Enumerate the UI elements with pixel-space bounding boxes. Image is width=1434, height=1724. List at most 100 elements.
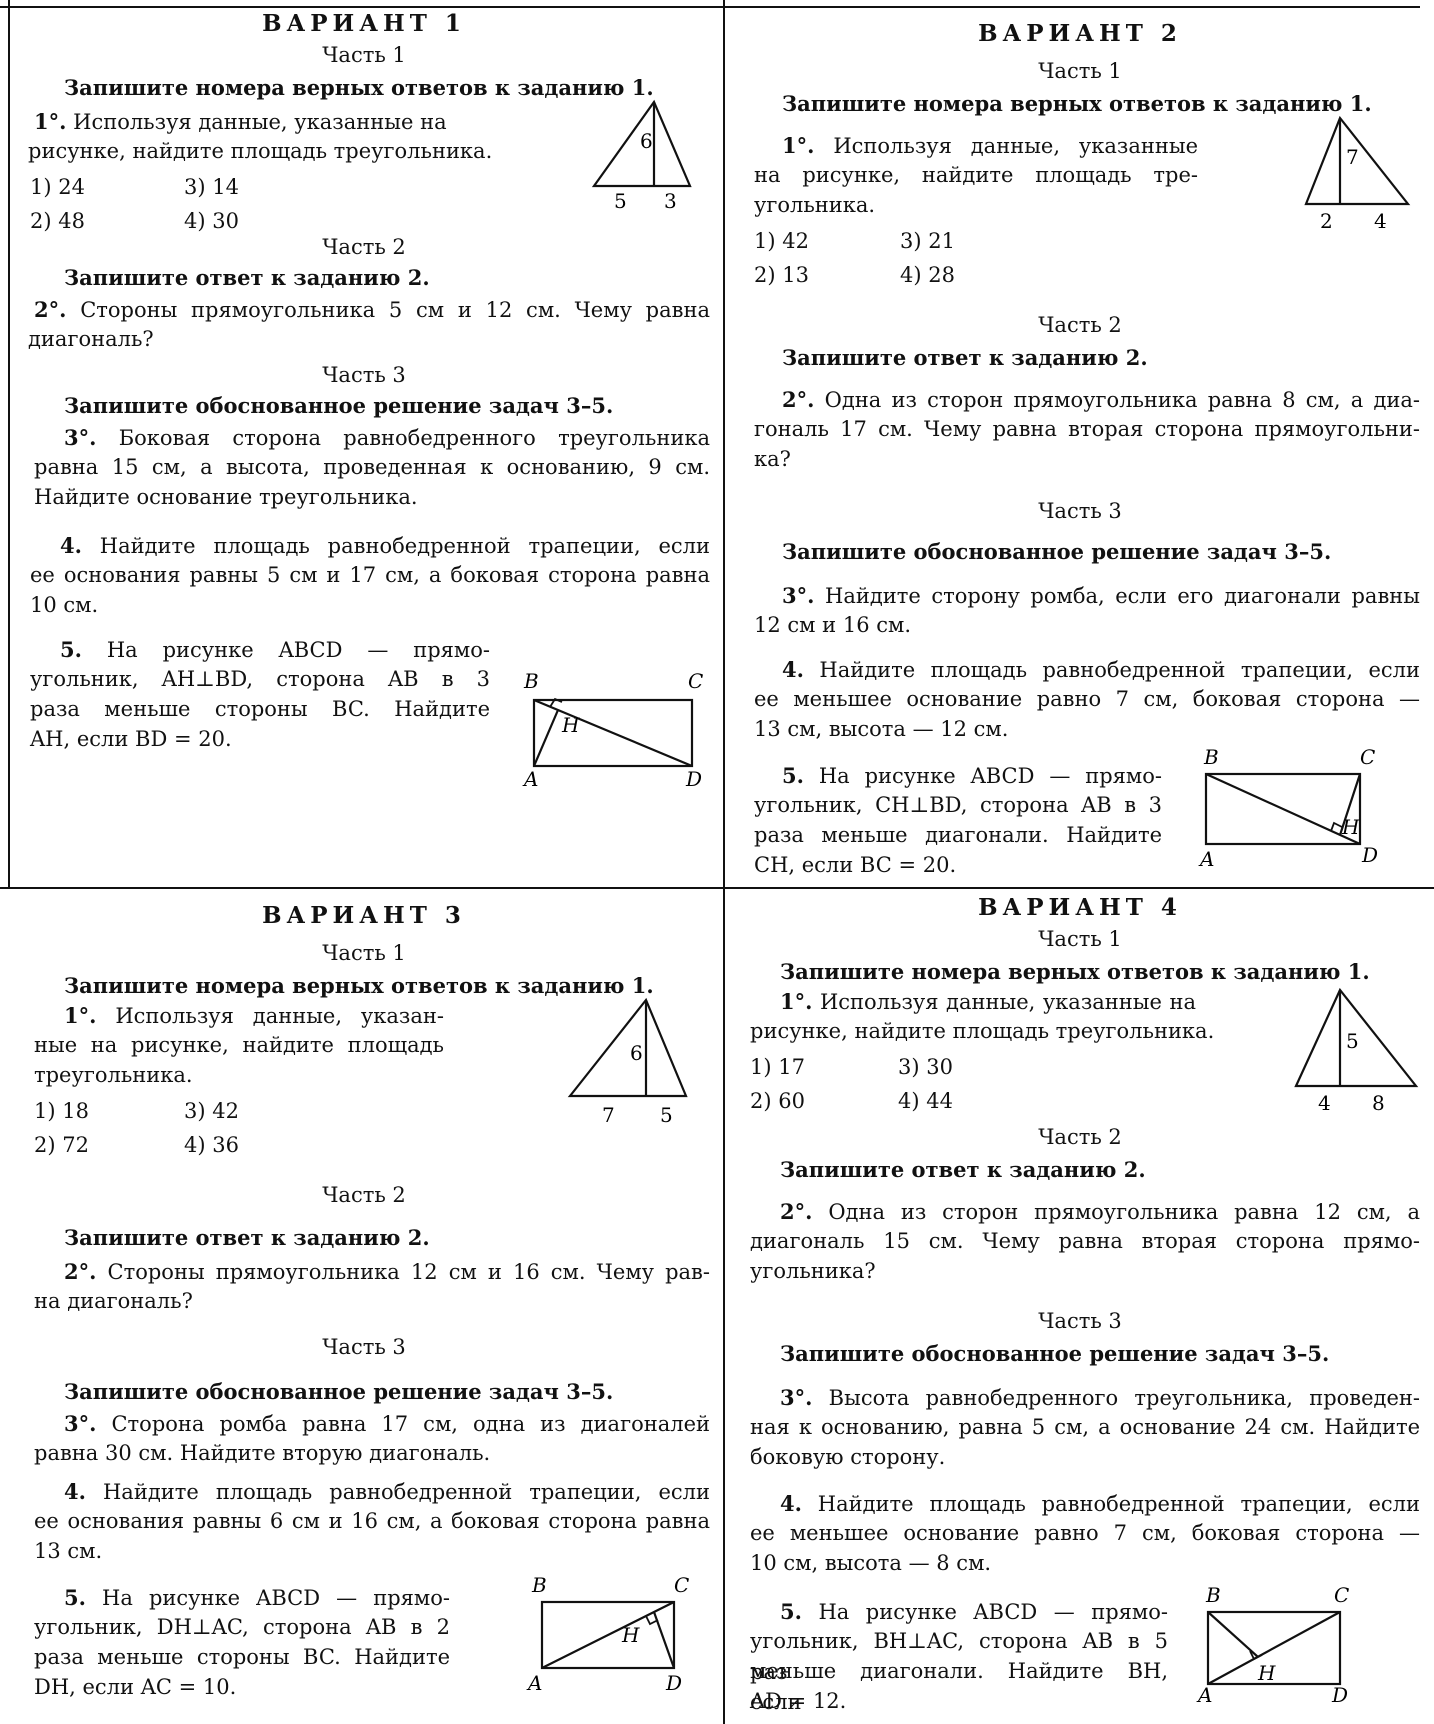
task-5-line-2: угольник, BH⊥AC, сторона AB в 5 раз (750, 1629, 1168, 1684)
height-label: 6 (630, 1041, 643, 1065)
vertical-divider (723, 0, 725, 1724)
answer-option: 2) 13 (754, 263, 809, 287)
task-4-line-2: ее основания равны 6 см и 16 см, а боков… (34, 1509, 710, 1533)
task-5-line-1: 5. На рисунке ABCD — прямо- (780, 1599, 1168, 1624)
part-2-instruction: Запишите ответ к заданию 2. (64, 265, 430, 290)
task-3-line-1: 3°. Сторона ромба равна 17 см, одна из д… (64, 1411, 710, 1436)
task-5-line-4: DH, если AC = 10. (34, 1675, 237, 1699)
part-2-heading: Часть 2 (1038, 313, 1122, 337)
horizontal-divider (0, 887, 1434, 889)
task-4-line-3: 13 см. (34, 1539, 103, 1563)
variant-1-card: ВАРИАНТ 1 Часть 1 Запишите номера верных… (14, 10, 714, 882)
task-4-line-2: ее меньшее основание равно 7 см, боковая… (750, 1521, 1420, 1545)
triangle-figure: 6 5 3 (591, 99, 692, 213)
part-1-heading: Часть 1 (1038, 927, 1122, 951)
task-5-line-3: раза меньше диагонали. Найдите (754, 823, 1162, 847)
task-1-line-2: на рисунке, найдите площадь тре- (754, 163, 1198, 187)
part-1-instruction: Запишите номера верных ответов к заданию… (64, 75, 654, 100)
part-3-instruction: Запишите обоснованное решение задач 3–5. (782, 539, 1332, 564)
task-1-line-1: 1°. Используя данные, указанные на (780, 989, 1196, 1014)
answer-option: 2) 72 (34, 1133, 89, 1157)
foot-h-label: H (1257, 1661, 1276, 1685)
part-3-instruction: Запишите обоснованное решение задач 3–5. (64, 1379, 614, 1404)
answer-option: 1) 17 (750, 1055, 805, 1079)
task-2-line-3: ка? (754, 447, 791, 471)
task-4-line-3: 13 см, высота — 12 см. (754, 717, 1009, 741)
base-left-label: 7 (602, 1103, 615, 1127)
part-1-instruction: Запишите номера верных ответов к заданию… (780, 959, 1370, 984)
variant-title: ВАРИАНТ 4 (978, 894, 1182, 921)
vertex-d-label: D (665, 1671, 682, 1695)
task-2-line-1: 2°. Одна из сторон прямоугольника равна … (782, 387, 1420, 412)
foot-h-label: H (1341, 815, 1360, 839)
part-2-instruction: Запишите ответ к заданию 2. (64, 1225, 430, 1250)
task-3-line-2: 12 см и 16 см. (754, 613, 912, 637)
height-label: 5 (1346, 1029, 1359, 1053)
base-right-label: 8 (1372, 1091, 1385, 1115)
part-3-heading: Часть 3 (322, 1335, 406, 1359)
foot-h-label: H (561, 713, 580, 737)
task-1-line-2: рисунке, найдите площадь треугольника. (750, 1019, 1215, 1043)
vertex-a-label: A (1196, 1683, 1212, 1707)
part-3-heading: Часть 3 (1038, 499, 1122, 523)
triangle-figure: 7 2 4 (1304, 115, 1411, 233)
task-5-line-4: CH, если BC = 20. (754, 853, 957, 877)
task-2-line-2: на диагональ? (34, 1289, 193, 1313)
task-1-line-1: 1°. Используя данные, указанные на (34, 109, 447, 134)
vertex-c-label: C (688, 669, 703, 693)
base-right-label: 5 (660, 1103, 673, 1127)
answer-option: 3) 14 (184, 175, 239, 199)
vertex-c-label: C (1360, 745, 1375, 769)
part-1-heading: Часть 1 (322, 43, 406, 67)
task-5-line-4: AH, если BD = 20. (30, 727, 232, 751)
part-3-heading: Часть 3 (1038, 1309, 1122, 1333)
answer-option: 4) 28 (900, 263, 955, 287)
left-border (8, 0, 10, 889)
answer-option: 3) 42 (184, 1099, 239, 1123)
rectangle-figure: B C A D H (522, 669, 703, 791)
variant-title: ВАРИАНТ 1 (262, 10, 466, 37)
vertex-d-label: D (685, 767, 702, 791)
vertex-b-label: B (1203, 745, 1219, 769)
part-3-instruction: Запишите обоснованное решение задач 3–5. (64, 393, 614, 418)
part-3-heading: Часть 3 (322, 363, 406, 387)
vertex-b-label: B (531, 1573, 547, 1597)
task-3-line-3: Найдите основание треугольника. (34, 485, 418, 509)
task-5-line-2: угольник, AH⊥BD, сторона AB в 3 (30, 667, 490, 691)
part-2-heading: Часть 2 (322, 235, 406, 259)
task-4-line-1: 4. Найдите площадь равнобедренной трапец… (64, 1479, 710, 1504)
task-5-line-2: угольник, DH⊥AC, сторона AB в 2 (34, 1615, 450, 1639)
task-2-line-2: диагональ? (28, 327, 154, 351)
task-3-line-1: 3°. Высота равнобедренного треугольника,… (780, 1385, 1420, 1410)
base-right-label: 4 (1374, 209, 1387, 233)
vertex-c-label: C (1334, 1583, 1349, 1607)
base-left-label: 5 (614, 189, 627, 213)
variant-3-card: ВАРИАНТ 3 Часть 1 Запишите номера верных… (14, 892, 714, 1720)
vertex-a-label: A (522, 767, 538, 791)
answer-option: 2) 60 (750, 1089, 805, 1113)
vertex-b-label: B (523, 669, 539, 693)
part-2-heading: Часть 2 (322, 1183, 406, 1207)
part-2-instruction: Запишите ответ к заданию 2. (780, 1157, 1146, 1182)
task-1-line-3: угольника. (754, 193, 876, 217)
task-3-line-1: 3°. Найдите сторону ромба, если его диаг… (782, 583, 1420, 608)
answer-option: 1) 42 (754, 229, 809, 253)
task-2-line-1: 2°. Одна из сторон прямоугольника равна … (780, 1199, 1420, 1224)
task-4-line-1: 4. Найдите площадь равнобедренной трапец… (780, 1491, 1420, 1516)
answer-option: 4) 36 (184, 1133, 239, 1157)
answer-option: 1) 24 (30, 175, 85, 199)
base-right-label: 3 (664, 189, 677, 213)
task-5-line-3: раза меньше стороны BC. Найдите (30, 697, 490, 721)
task-2-line-2: гональ 17 см. Чему равна вторая сторона … (754, 417, 1420, 441)
task-4-line-2: ее меньшее основание равно 7 см, боковая… (754, 687, 1420, 711)
task-1-line-3: треугольника. (34, 1063, 193, 1087)
task-4-line-3: 10 см. (30, 593, 99, 617)
height-label: 7 (1346, 145, 1359, 169)
task-5-line-4: AD = 12. (750, 1689, 847, 1713)
task-4-line-1: 4. Найдите площадь равнобедренной трапец… (60, 533, 710, 558)
task-2-line-1: 2°. Стороны прямоугольника 12 см и 16 см… (64, 1259, 710, 1284)
part-3-instruction: Запишите обоснованное решение задач 3–5. (780, 1341, 1330, 1366)
triangle-figure: 6 7 5 (567, 997, 688, 1127)
vertex-a-label: A (526, 1671, 542, 1695)
task-4-line-1: 4. Найдите площадь равнобедренной трапец… (782, 657, 1420, 682)
